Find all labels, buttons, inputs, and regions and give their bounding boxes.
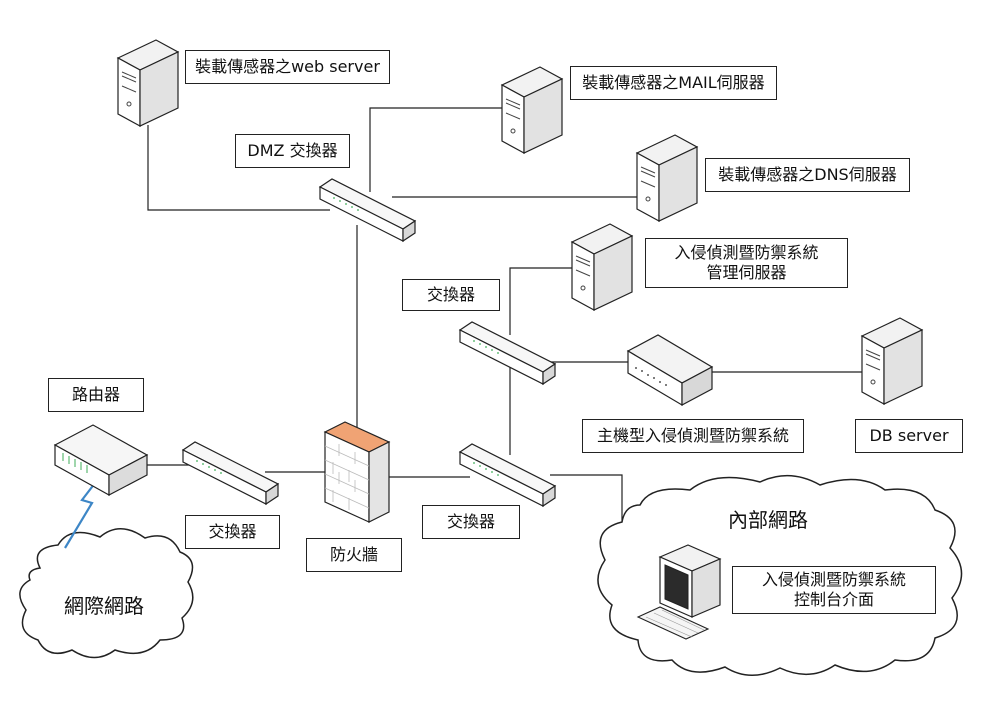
link-middle-switch-to-internal [550,474,623,532]
dns-server-label-text: 裝載傳感器之DNS伺服器 [718,165,897,184]
internal-network-title: 內部網路 [728,508,808,532]
firewall-icon [323,421,391,523]
workstation-icon [636,544,722,640]
dmz-switch-icon [318,178,417,243]
web-server-icon [116,39,180,128]
ids-management-server-label-line1: 入侵偵測暨防禦系統 [674,243,819,262]
console-label: 入侵偵測暨防禦系統 控制台介面 [732,566,936,614]
ids-management-server-label-line2: 管理伺服器 [706,263,787,282]
middle-switch-icon [458,443,557,508]
db-server-label-text: DB server [869,426,949,445]
db-server-label: DB server [855,419,963,453]
mail-server-label-text: 裝載傳感器之MAIL伺服器 [582,73,765,92]
console-label-line2: 控制台介面 [793,590,874,609]
dns-server-label: 裝載傳感器之DNS伺服器 [705,158,910,192]
mail-server-label: 裝載傳感器之MAIL伺服器 [570,66,777,100]
ids-management-server-icon [570,223,634,312]
router-label-text: 路由器 [71,385,120,404]
ids-management-server-label: 入侵偵測暨防禦系統 管理伺服器 [645,238,848,288]
web-server-label-text: 裝載傳感器之web server [195,57,380,76]
link-web-to-dmz-switch [147,125,330,211]
middle-switch-label: 交換器 [422,505,520,539]
left-switch-icon [181,441,280,506]
console-label-line1: 入侵偵測暨防禦系統 [761,570,906,589]
upper-switch-icon [458,321,557,386]
router-icon [53,424,149,497]
dmz-switch-label: DMZ 交換器 [235,134,350,168]
middle-switch-label-text: 交換器 [446,512,495,531]
host-ids-label: 主機型入侵偵測暨防禦系統 [582,419,804,453]
upper-switch-label-text: 交換器 [426,285,475,304]
firewall-label: 防火牆 [306,538,402,572]
dns-server-icon [635,134,699,223]
internet-title: 網際網路 [64,594,144,618]
host-ids-label-text: 主機型入侵偵測暨防禦系統 [596,426,789,445]
host-ids-appliance-icon [626,334,714,407]
dmz-switch-label-text: DMZ 交換器 [247,141,338,160]
left-switch-label: 交換器 [185,515,280,549]
mail-server-icon [500,66,564,155]
db-server-icon [860,317,924,406]
router-label: 路由器 [48,378,144,412]
connection-lines [145,107,865,532]
link-dmz-switch-to-mail [369,107,505,192]
link-upper-switch-to-ids-mgmt [509,267,575,335]
internet-cloud [19,528,194,659]
web-server-label: 裝載傳感器之web server [185,50,390,84]
left-switch-label-text: 交換器 [208,522,257,541]
firewall-label-text: 防火牆 [329,545,378,564]
upper-switch-label: 交換器 [402,279,500,311]
